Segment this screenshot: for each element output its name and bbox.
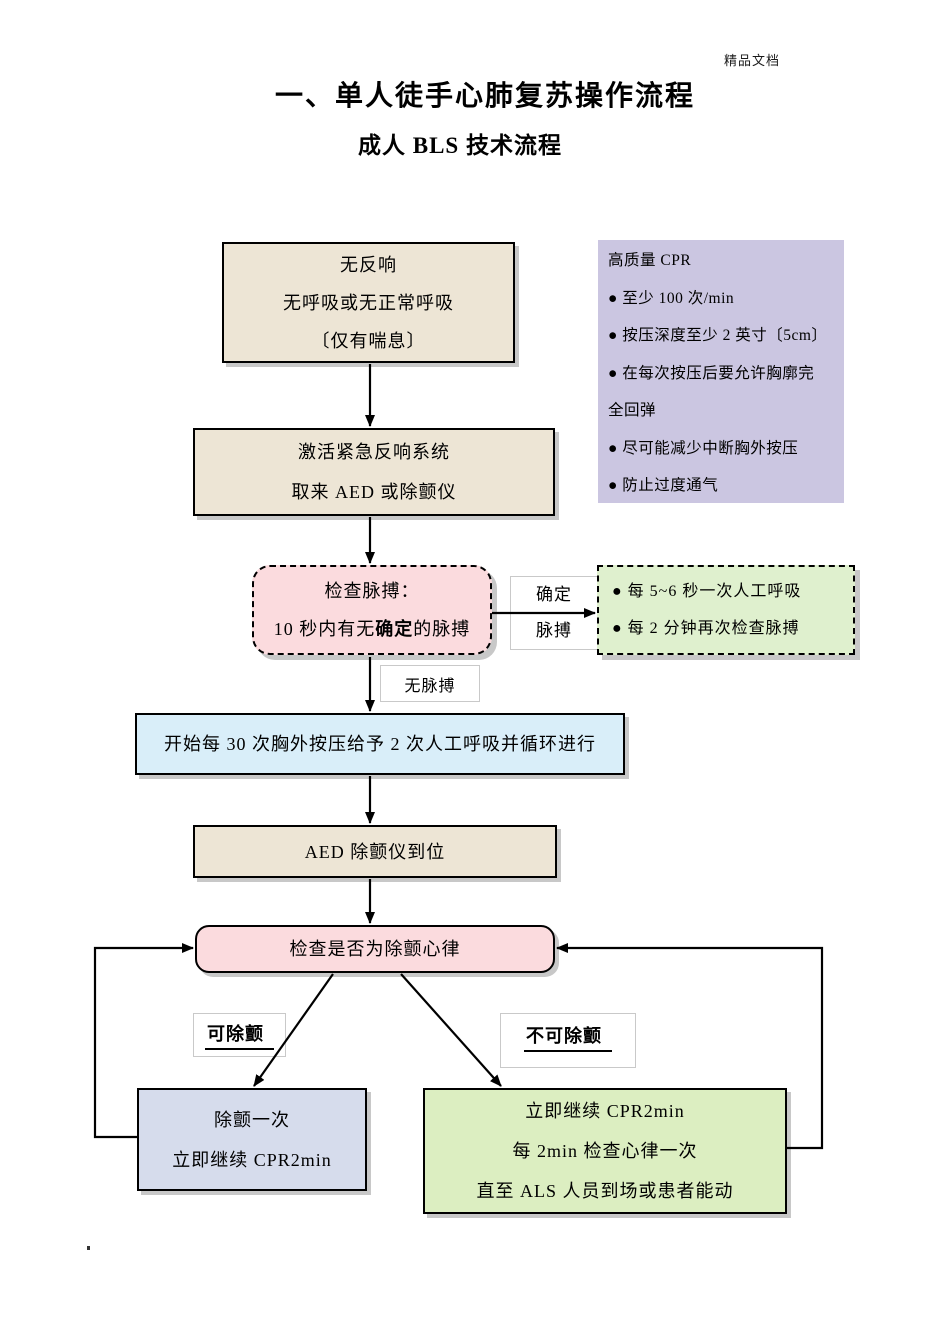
quality-cpr-note: 高质量 CPR ● 至少 100 次/min ● 按压深度至少 2 英寸〔5cm… <box>598 240 844 503</box>
branch-label-definite-pulse: 确定 脉搏 <box>510 576 598 650</box>
node-defibrillate: 除颤一次 立即继续 CPR2min <box>137 1088 367 1191</box>
arrow-rhythm-continuecpr <box>400 973 502 1087</box>
node-line: AED 除颤仪到位 <box>304 841 446 862</box>
watermark-text: 精品文档 <box>724 53 781 68</box>
node-line: 无反响 <box>340 254 397 275</box>
node-pulse-check: 检查脉搏： 10 秒内有无确定的脉搏 <box>252 565 492 655</box>
branch-label-line: 无脉搏 <box>404 677 456 695</box>
node-line: ● 每 2 分钟再次检查脉搏 <box>612 620 800 637</box>
quality-note-line: ● 在每次按压后要允许胸廓完 <box>608 364 815 382</box>
node-line: 直至 ALS 人员到场或患者能动 <box>476 1181 734 1201</box>
quality-note-line: ● 按压深度至少 2 英寸〔5cm〕 <box>608 327 828 344</box>
page-subtitle: 成人 BLS 技术流程 <box>358 133 562 158</box>
node-line: 每 2min 检查心律一次 <box>512 1141 698 1161</box>
node-line: ● 每 5~6 秒一次人工呼吸 <box>612 583 802 600</box>
branch-label-line: 不可除颤 <box>524 1022 612 1052</box>
branch-label-line: 脉搏 <box>536 621 572 640</box>
branch-label-not-shockable: 不可除颤 <box>500 1013 636 1068</box>
node-line: 立即继续 CPR2min <box>525 1101 685 1121</box>
node-line: 10 秒内有无确定的脉搏 <box>273 619 471 639</box>
branch-label-shockable: 可除颤 <box>193 1013 286 1057</box>
node-line: 取来 AED 或除颤仪 <box>291 482 457 502</box>
node-line: 激活紧急反响系统 <box>298 442 450 462</box>
node-compressions: 开始每 30 次胸外按压给予 2 次人工呼吸并循环进行 <box>135 713 625 775</box>
node-line: 〔仅有喘息〕 <box>311 330 426 351</box>
branch-label-line: 确定 <box>536 585 572 604</box>
page-title: 一、单人徒手心肺复苏操作流程 <box>274 81 695 112</box>
quality-note-line: 高质量 CPR <box>608 252 692 269</box>
node-no-response: 无反响 无呼吸或无正常呼吸 〔仅有喘息〕 <box>222 242 515 363</box>
stray-dot <box>87 1246 90 1250</box>
node-line: 立即继续 CPR2min <box>172 1149 332 1170</box>
quality-note-line: ● 至少 100 次/min <box>608 289 735 307</box>
node-rescue-breathing: ● 每 5~6 秒一次人工呼吸 ● 每 2 分钟再次检查脉搏 <box>597 565 855 655</box>
branch-label-no-pulse: 无脉搏 <box>380 665 480 702</box>
node-line: 检查脉搏： <box>324 581 420 601</box>
node-line: 开始每 30 次胸外按压给予 2 次人工呼吸并循环进行 <box>164 734 596 754</box>
node-line: 检查是否为除颤心律 <box>289 939 461 959</box>
node-continue-cpr: 立即继续 CPR2min 每 2min 检查心律一次 直至 ALS 人员到场或患… <box>423 1088 787 1214</box>
node-activate-ems: 激活紧急反响系统 取来 AED 或除颤仪 <box>193 428 555 516</box>
quality-note-line: ● 尽可能减少中断胸外按压 <box>608 439 799 457</box>
quality-note-line: ● 防止过度通气 <box>608 477 719 494</box>
node-line: 除颤一次 <box>214 1109 290 1130</box>
node-line: 无呼吸或无正常呼吸 <box>283 292 454 313</box>
branch-label-line: 可除颤 <box>205 1020 274 1050</box>
quality-note-line: 全回弹 <box>608 402 657 419</box>
node-aed-arrival: AED 除颤仪到位 <box>193 825 557 878</box>
node-rhythm-check: 检查是否为除颤心律 <box>195 925 555 973</box>
